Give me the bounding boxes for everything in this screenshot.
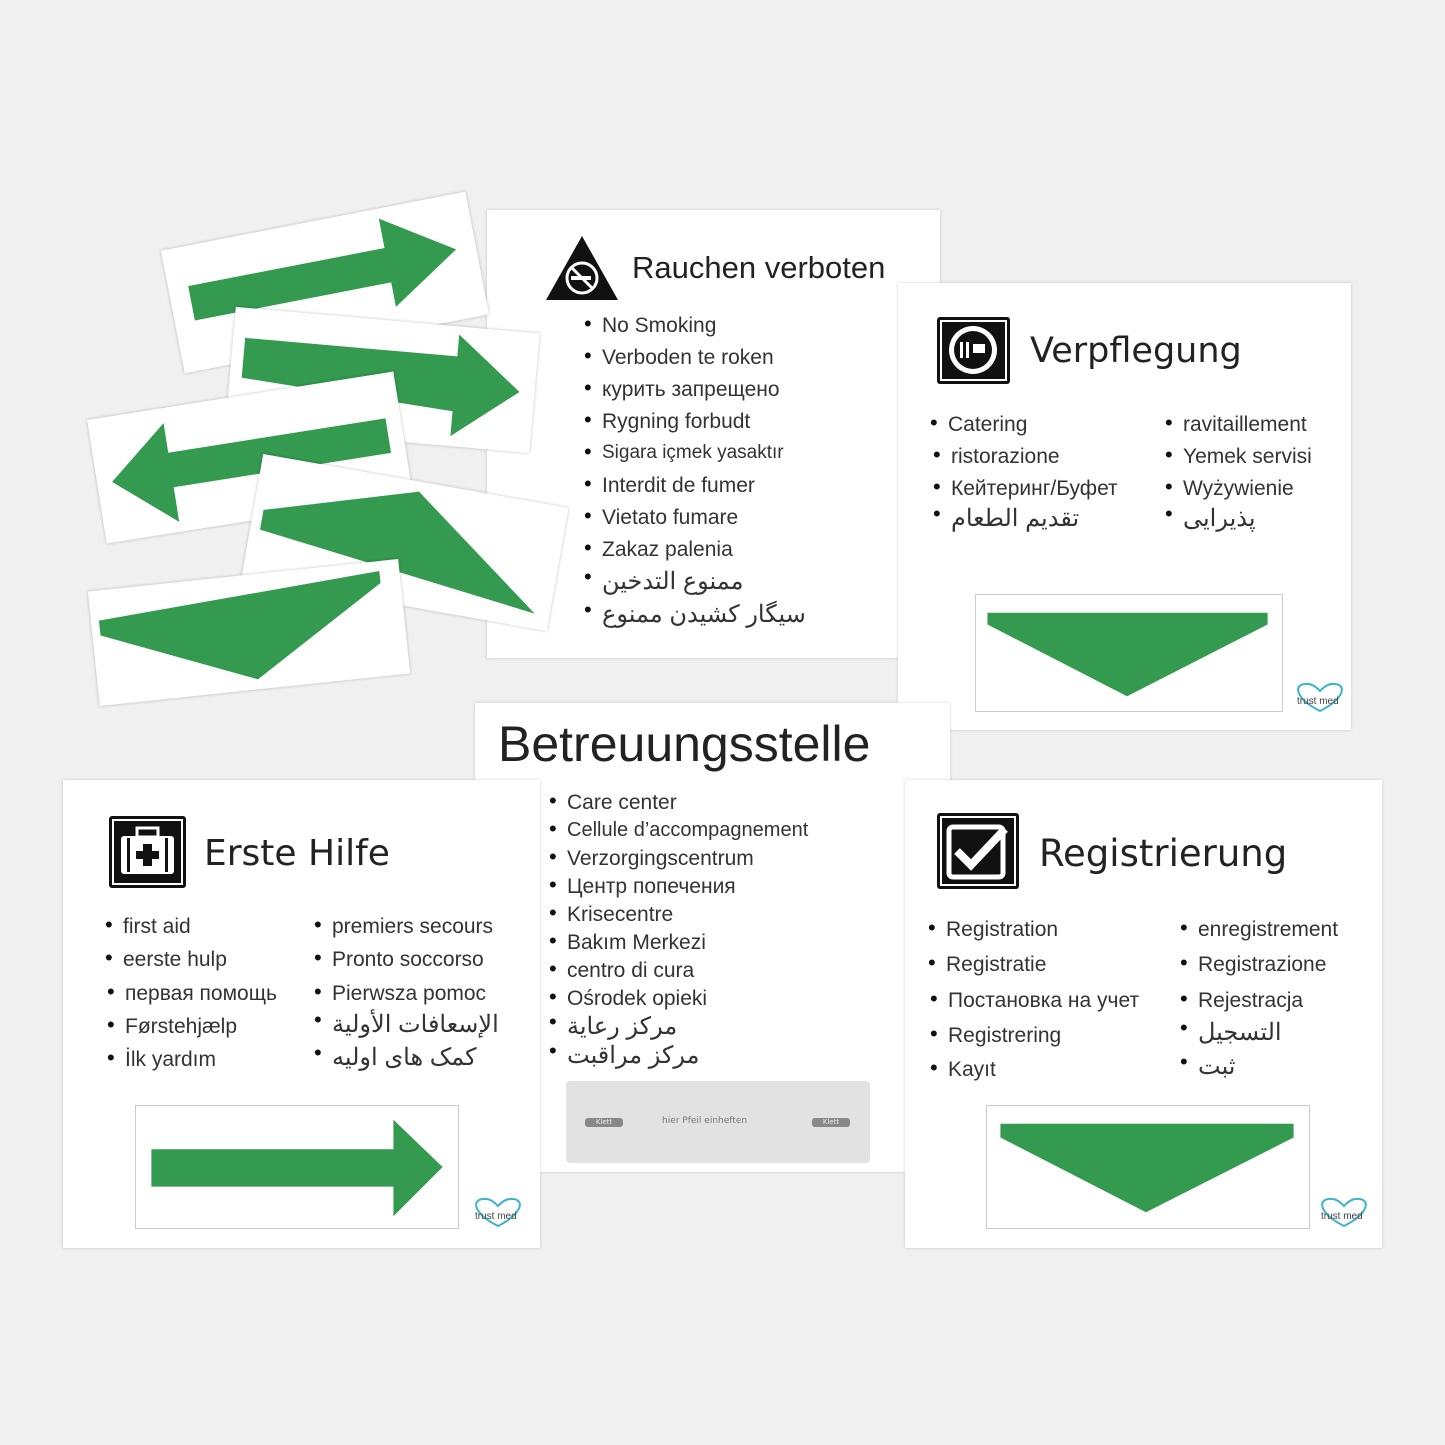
sign-title: Verpflegung: [1030, 331, 1242, 371]
list-item: Cellule d’accompagnement: [549, 816, 808, 842]
list-item: first aid: [105, 912, 191, 939]
arrow-right-icon: [151, 1119, 443, 1217]
list-item: Wyżywienie: [1165, 474, 1294, 501]
svg-text:trust med: trust med: [475, 1211, 517, 1222]
first-aid-kit-icon: [109, 816, 186, 888]
list-item: Interdit de fumer: [584, 471, 755, 498]
catering-icon: [937, 317, 1010, 384]
trustmed-logo: trust med: [1297, 682, 1343, 713]
list-item: Центр попечения: [549, 872, 736, 899]
list-item: Førstehjælp: [107, 1012, 237, 1039]
arrow-down-icon: [98, 571, 381, 680]
klett-label: Klett: [585, 1118, 623, 1127]
arrow-diagonal-icon: [260, 491, 535, 614]
list-item: Sigara içmek yasaktır: [584, 439, 784, 465]
sign-rauchen-verboten: Rauchen verboten No Smoking Verboden te …: [487, 210, 940, 658]
list-item: Care center: [549, 788, 677, 815]
list-item: Registration: [928, 915, 1058, 942]
sign-verpflegung: Verpflegung Catering ristorazione Кейтер…: [898, 283, 1351, 730]
list-item: Verboden te roken: [584, 343, 774, 370]
list-item: No Smoking: [584, 311, 716, 338]
arrow-card-diagonal: [241, 454, 569, 631]
list-item: Catering: [930, 410, 1027, 437]
klett-label: Klett: [812, 1118, 850, 1127]
list-item: Rejestracja: [1180, 986, 1303, 1013]
list-item: Krisecentre: [549, 900, 673, 927]
trustmed-logo: trust med: [1321, 1197, 1367, 1228]
list-item: التسجيل: [1180, 1015, 1281, 1047]
list-item: پذیرایی: [1165, 501, 1255, 533]
arrow-box: [975, 594, 1283, 712]
no-smoking-icon: [546, 236, 618, 300]
list-item: ثبت: [1180, 1049, 1235, 1081]
list-item: первая помощь: [107, 979, 277, 1006]
trustmed-logo: trust med: [475, 1197, 521, 1228]
list-item: Verzorgingscentrum: [549, 844, 754, 871]
sign-title: Betreuungsstelle: [498, 716, 871, 772]
list-item: Vietato fumare: [584, 503, 738, 530]
arrow-box: [135, 1105, 459, 1229]
arrow-card-down: [87, 559, 411, 706]
list-item: eerste hulp: [105, 945, 227, 972]
list-item: ممنوع التدخين: [584, 564, 743, 596]
arrow-down-icon: [1000, 1123, 1294, 1213]
list-item: Pierwsza pomoc: [314, 979, 486, 1006]
sign-betreuungsstelle: Betreuungsstelle Care center Cellule d’a…: [475, 703, 950, 1172]
list-item: курить запрещено: [584, 375, 779, 402]
list-item: Ośrodek opieki: [549, 984, 707, 1011]
sign-registrierung: Registrierung Registration Registratie П…: [905, 780, 1382, 1248]
arrow-card-left: [87, 371, 413, 544]
arrow-left-icon: [112, 418, 392, 522]
list-item: ristorazione: [933, 442, 1059, 469]
list-item: Yemek servisi: [1165, 442, 1312, 469]
list-item: Registrering: [930, 1021, 1061, 1048]
list-item: الإسعافات الأولية: [314, 1007, 499, 1039]
list-item: سیگار کشیدن ممنوع: [584, 597, 806, 629]
list-item: مركز رعاية: [549, 1009, 677, 1041]
list-item: ravitaillement: [1165, 410, 1307, 437]
checkbox-icon: [937, 813, 1019, 889]
arrow-placeholder-area: Klett hier Pfeil einheften Klett: [566, 1081, 870, 1163]
sign-title: Registrierung: [1039, 832, 1288, 875]
list-item: Rygning forbudt: [584, 407, 750, 434]
list-item: Registratie: [928, 950, 1046, 977]
list-item: premiers secours: [314, 912, 493, 939]
list-item: Bakım Merkezi: [549, 928, 706, 955]
svg-text:trust med: trust med: [1321, 1211, 1363, 1222]
svg-text:trust med: trust med: [1297, 696, 1339, 707]
list-item: Kayıt: [930, 1055, 996, 1082]
list-item: Zakaz palenia: [584, 535, 733, 562]
sign-title: Rauchen verboten: [632, 250, 886, 285]
arrow-card-right: [160, 191, 490, 374]
list-item: Registrazione: [1180, 950, 1326, 977]
placeholder-text: hier Pfeil einheften: [662, 1116, 748, 1126]
list-item: Постановка на учет: [930, 986, 1139, 1013]
list-item: Pronto soccorso: [314, 945, 484, 972]
arrow-down-icon: [987, 612, 1268, 697]
arrow-right-icon: [188, 218, 457, 321]
list-item: centro di cura: [549, 956, 694, 983]
list-item: İlk yardım: [107, 1045, 216, 1072]
list-item: مرکز مراقبت: [549, 1038, 700, 1070]
list-item: تقديم الطعام: [933, 501, 1079, 533]
sign-title: Erste Hilfe: [204, 833, 390, 874]
sign-erste-hilfe: Erste Hilfe first aid eerste hulp первая…: [63, 780, 540, 1248]
list-item: enregistrement: [1180, 915, 1338, 942]
list-item: کمک های اولیه: [314, 1040, 477, 1072]
list-item: Кейтеринг/Буфет: [933, 474, 1118, 501]
arrow-box: [986, 1105, 1310, 1229]
